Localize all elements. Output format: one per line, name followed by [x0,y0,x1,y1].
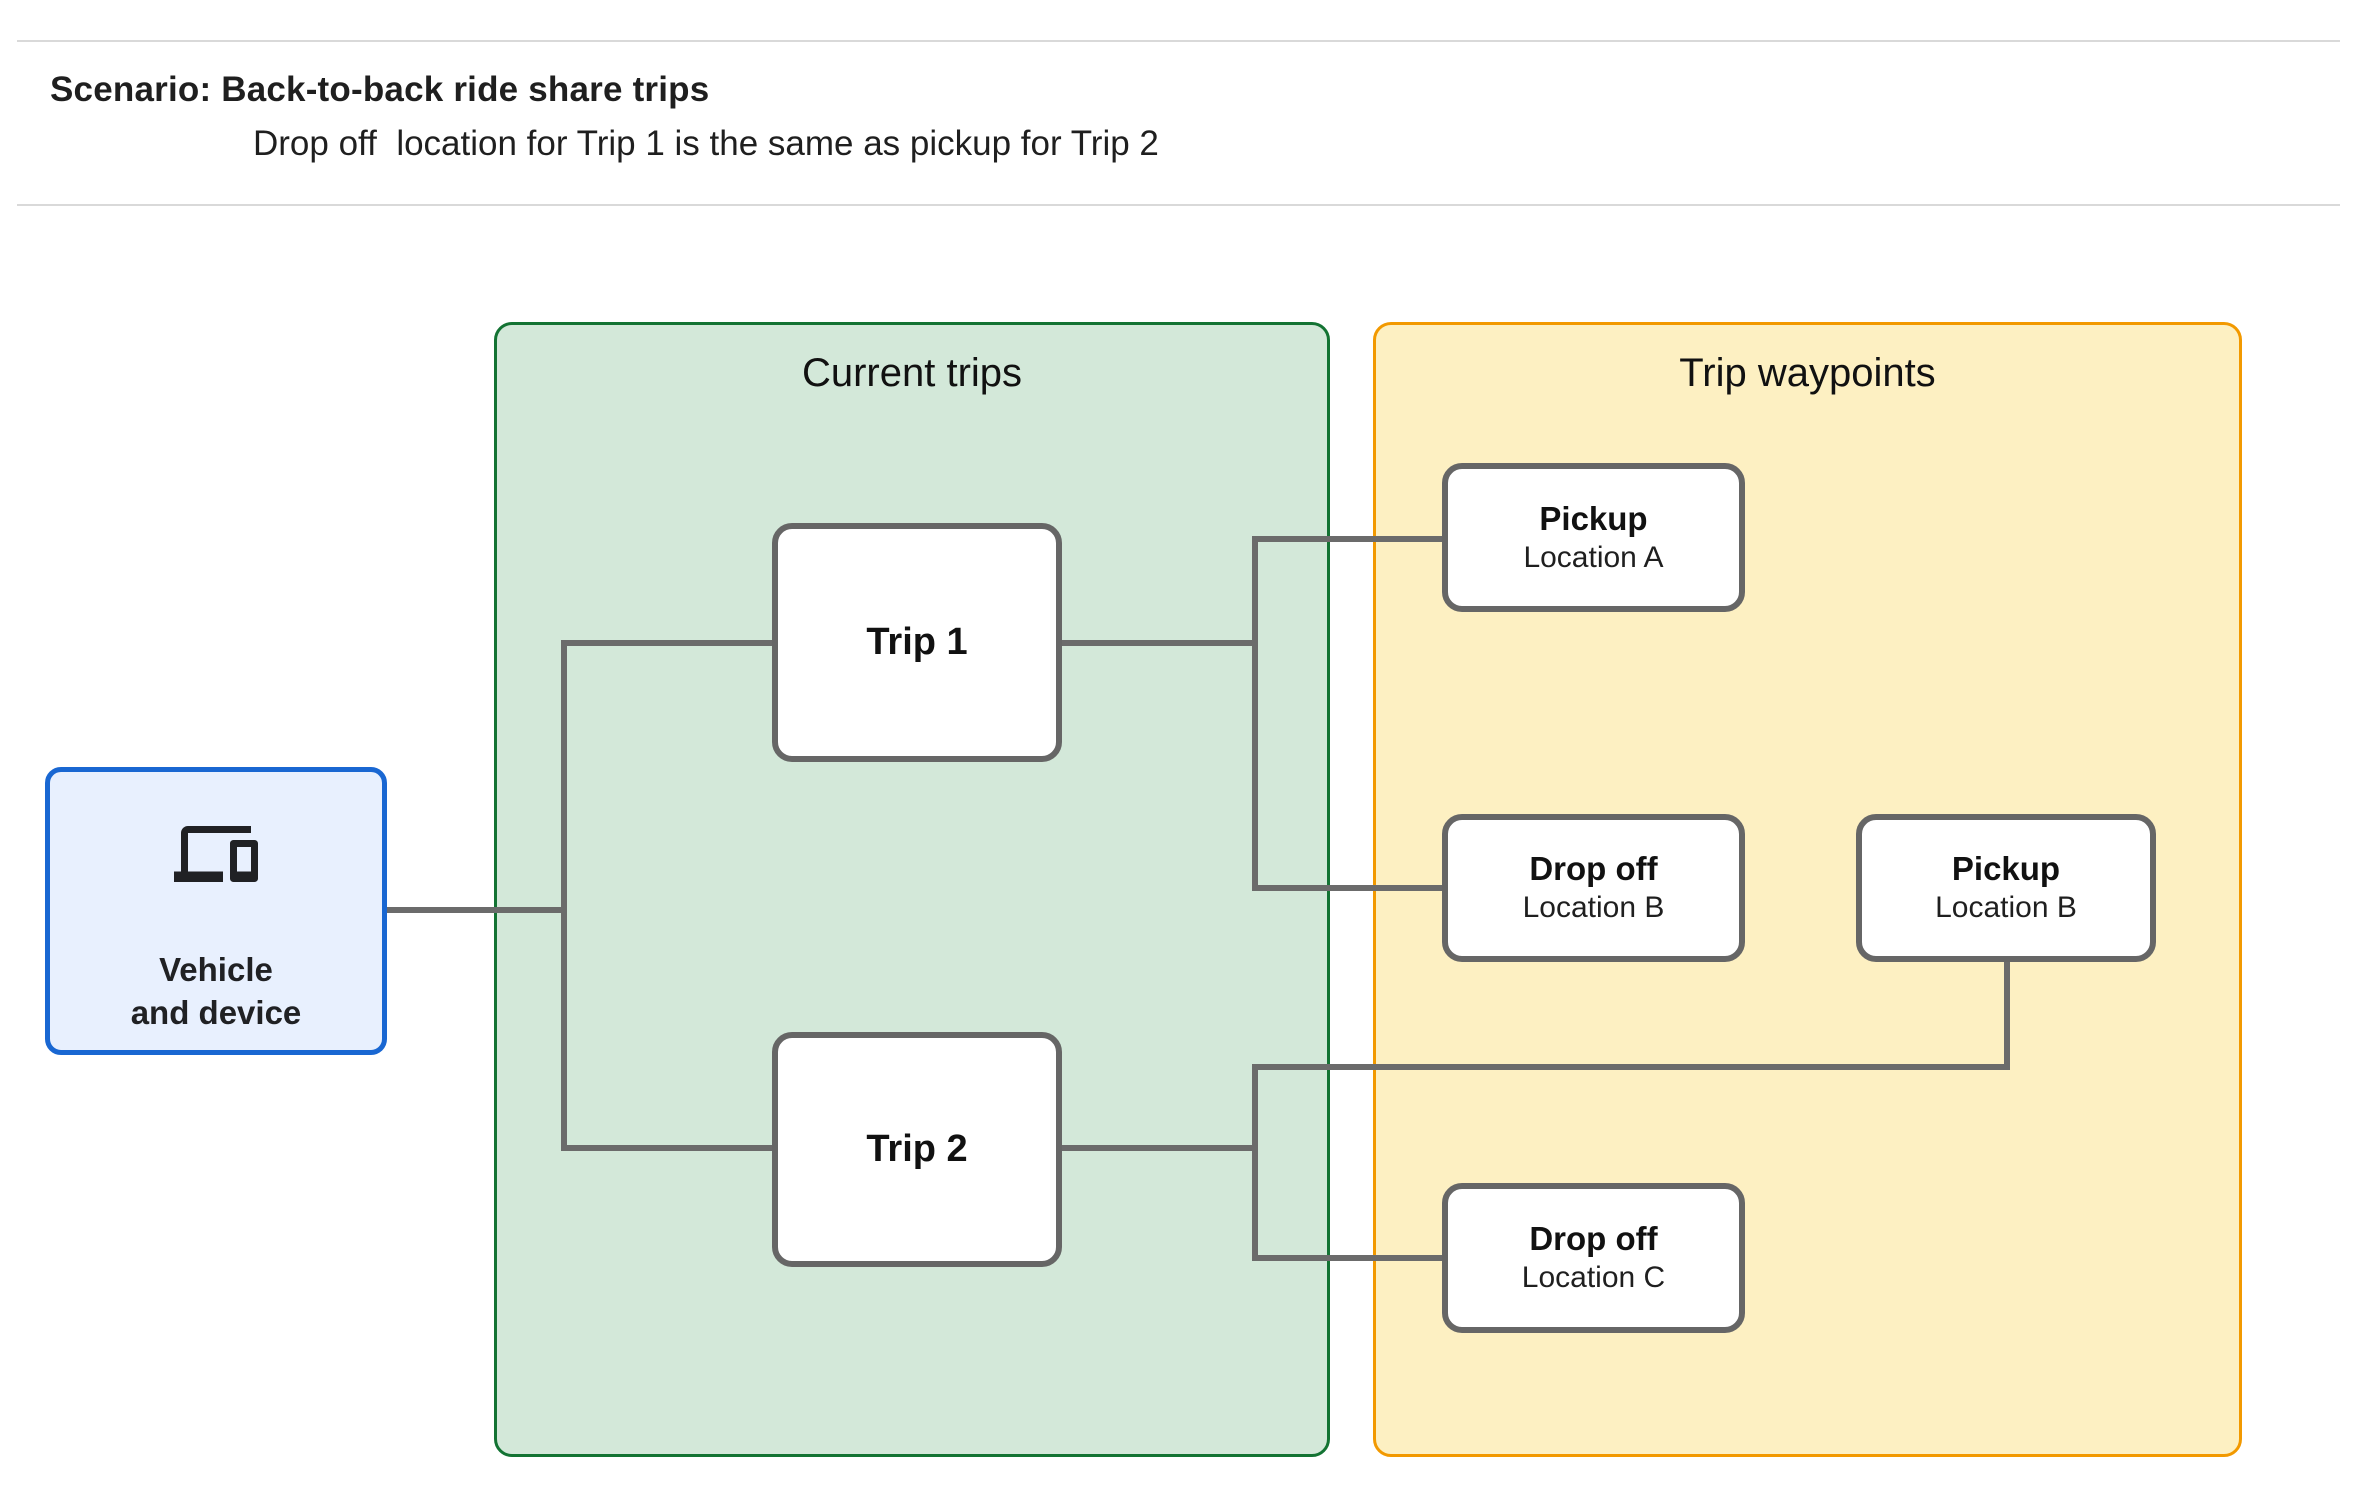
connector-trip2-vertical [1252,1064,1258,1261]
connector-pickup-b-horizontal [1252,1064,2010,1070]
connector-to-trip2-left [561,1145,772,1151]
waypoint-subtitle: Location C [1521,1261,1666,1294]
waypoint-title: Pickup [1539,499,1648,537]
waypoint-subtitle: Location B [1935,891,2077,924]
group-current-trips: Current trips [494,322,1330,1457]
waypoint-pickup-location-a: Pickup Location A [1442,463,1745,612]
connector-left-vertical [561,640,567,1151]
trip-2-label: Trip 2 [866,1128,968,1170]
connector-to-dropoff-b [1252,885,1442,891]
connector-pickup-b-descender [2004,962,2010,1070]
vehicle-label: Vehicle and device [131,948,302,1034]
connector-trip1-vertical [1252,536,1258,891]
connector-trip1-right [1062,640,1258,646]
devices-icon [174,826,258,882]
connector-vehicle-to-junction [387,907,567,913]
connector-trip2-right [1062,1145,1258,1151]
group-title-trip-waypoints: Trip waypoints [1679,351,1936,395]
waypoint-subtitle: Location A [1523,540,1664,574]
waypoint-pickup-location-b: Pickup Location B [1856,814,2156,962]
trip-2-node: Trip 2 [772,1032,1062,1267]
group-title-current-trips: Current trips [801,351,1023,395]
waypoint-dropoff-location-b: Drop off Location B [1442,814,1745,962]
waypoint-subtitle: Location B [1522,891,1665,924]
connector-to-dropoff-c [1252,1255,1442,1261]
connector-to-pickup-a [1252,536,1442,542]
vehicle-label-line1: Vehicle [159,951,273,988]
header-divider-bottom [17,204,2340,206]
vehicle-label-line2: and device [130,994,302,1031]
waypoint-title: Drop off [1529,1220,1658,1257]
trip-1-label: Trip 1 [866,621,968,663]
trip-1-node: Trip 1 [772,523,1062,762]
connector-to-trip1-left [561,640,772,646]
page-subtitle: Drop off location for Trip 1 is the same… [253,124,1159,163]
waypoint-title: Pickup [1951,850,2061,887]
waypoint-dropoff-location-c: Drop off Location C [1442,1183,1745,1333]
header-divider-top [17,40,2340,42]
page-title: Scenario: Back-to-back ride share trips [50,70,710,109]
vehicle-device-node: Vehicle and device [45,767,387,1055]
waypoint-title: Drop off [1529,850,1658,887]
